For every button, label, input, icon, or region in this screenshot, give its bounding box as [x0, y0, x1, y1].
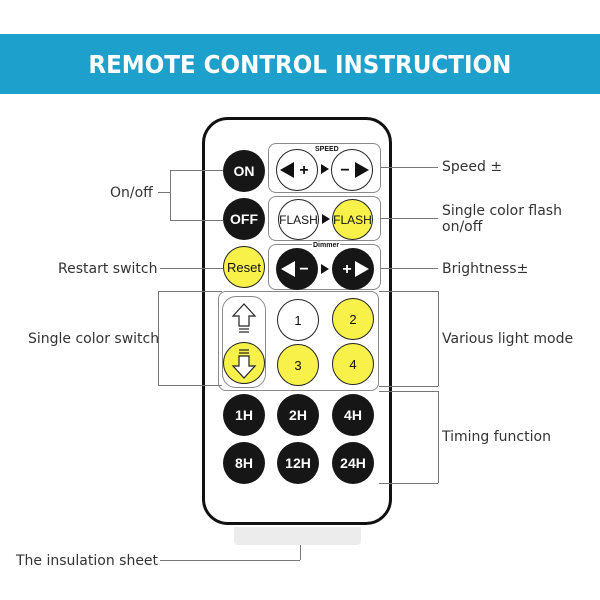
flash-label-line2: on/off [442, 219, 483, 235]
off-button[interactable]: OFF [223, 198, 265, 240]
mode-3-button[interactable]: 3 [277, 344, 319, 386]
insulation-label: The insulation sheet [16, 553, 159, 569]
single-color-subgroup [222, 296, 266, 388]
insulation-sheet [234, 527, 361, 545]
reset-button[interactable]: Reset [223, 246, 265, 288]
flash-label-line1: Single color flash [442, 203, 562, 219]
single-color-top [158, 291, 222, 292]
timing-line-bottom [379, 483, 438, 484]
onoff-line [158, 192, 170, 193]
mode-1-button[interactable]: 1 [277, 299, 319, 341]
mode-2-button[interactable]: 2 [332, 298, 374, 340]
speed-pointer-icon [321, 164, 329, 174]
on-button[interactable]: ON [223, 150, 265, 192]
timing-line-top [379, 391, 438, 392]
onoff-bracket [170, 170, 171, 220]
onoff-bracket-top [170, 170, 223, 171]
page-title: REMOTE CONTROL INSTRUCTION [88, 49, 512, 79]
dimmer-pointer-icon [321, 264, 329, 274]
mode-line-top [379, 291, 438, 292]
timer-1h-button[interactable]: 1H [223, 394, 265, 436]
mode-line-vert [438, 291, 439, 386]
mode-4-button[interactable]: 4 [332, 343, 374, 385]
flash-pointer-icon [322, 214, 330, 224]
mode-line-bottom [379, 386, 438, 387]
speed-minus-icon: + [280, 162, 309, 179]
timer-8h-button[interactable]: 8H [223, 442, 265, 484]
brightness-line [381, 268, 438, 269]
restart-line [160, 268, 223, 269]
title-banner: REMOTE CONTROL INSTRUCTION [0, 34, 600, 94]
single-color-bottom [158, 385, 222, 386]
insulation-line-up [300, 545, 301, 560]
mode-group [218, 291, 379, 391]
timer-2h-button[interactable]: 2H [277, 394, 319, 436]
arrow-down-icon [231, 349, 257, 379]
svg-text:−: − [299, 261, 308, 278]
single-color-up-button[interactable] [223, 298, 265, 340]
brightness-label: Brightness± [442, 261, 529, 277]
light-mode-label: Various light mode [442, 331, 574, 347]
brightness-minus-icon: − [281, 261, 309, 278]
flash-white-button[interactable]: FLASH [278, 199, 319, 240]
svg-text:+: + [299, 162, 308, 179]
speed-group [268, 143, 381, 193]
speed-line [381, 167, 438, 168]
speed-plus-icon: − [340, 162, 369, 179]
arrow-up-icon [231, 303, 257, 333]
flash-yellow-button[interactable]: FLASH [332, 199, 373, 240]
speed-caption: SPEED [315, 146, 339, 153]
svg-text:−: − [340, 162, 349, 179]
single-color-line [158, 291, 159, 385]
single-color-down-button[interactable] [223, 342, 265, 384]
speed-minus-button[interactable]: + [276, 149, 318, 191]
flash-line [381, 218, 438, 219]
timer-4h-button[interactable]: 4H [332, 394, 374, 436]
timer-12h-button[interactable]: 12H [277, 442, 319, 484]
brightness-plus-icon: + [342, 261, 369, 278]
speed-label: Speed ± [442, 159, 503, 175]
timer-24h-button[interactable]: 24H [332, 442, 374, 484]
timing-line-vert [438, 391, 439, 483]
timing-label: Timing function [442, 429, 551, 445]
brightness-minus-button[interactable]: − [276, 248, 318, 290]
onoff-label: On/off [110, 185, 153, 201]
brightness-plus-button[interactable]: + [332, 248, 374, 290]
single-color-label: Single color switch [28, 331, 160, 347]
restart-label: Restart switch [58, 261, 158, 277]
dimmer-caption: Dimmer [312, 242, 341, 249]
insulation-line [160, 560, 300, 561]
svg-text:+: + [342, 261, 351, 278]
onoff-bracket-bottom [170, 220, 223, 221]
flash-group [268, 196, 381, 241]
speed-plus-button[interactable]: − [331, 149, 373, 191]
